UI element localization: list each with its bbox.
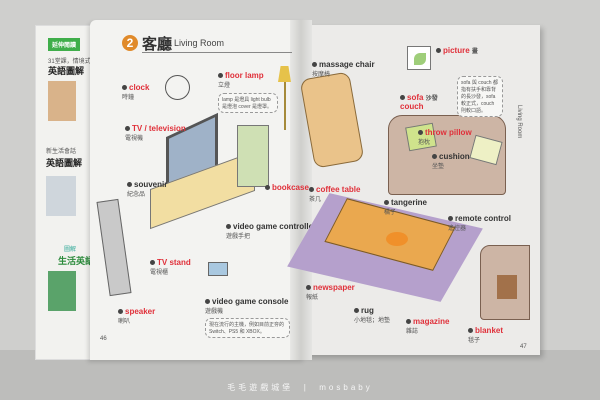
book1-subtitle: 31堂課，情境式 bbox=[48, 59, 91, 65]
label-coffee-table-zh: 茶几 bbox=[309, 197, 322, 203]
label-rug: rug bbox=[354, 306, 390, 315]
label-souvenir: souvenir bbox=[127, 180, 167, 189]
label-clock-zh: 時鐘 bbox=[122, 95, 135, 101]
leaf-icon bbox=[414, 53, 426, 65]
label-tangerine-zh: 橘子 bbox=[384, 210, 397, 216]
book2-cover bbox=[46, 176, 76, 216]
game-console-illustration bbox=[208, 262, 228, 276]
label-speaker: speaker bbox=[118, 307, 155, 316]
label-video-game-controller: video game controller bbox=[226, 222, 316, 231]
label-magazine-zh: 雜誌 bbox=[406, 329, 419, 335]
page-title-zh: 客廳 bbox=[142, 36, 173, 53]
label-rug-zh: 小地毯；地墊 bbox=[354, 318, 391, 324]
label-floor-lamp-zh: 立燈 bbox=[218, 83, 231, 89]
label-tv-stand-zh: 電視櫃 bbox=[150, 270, 169, 276]
label-newspaper-zh: 報紙 bbox=[306, 295, 319, 301]
label-massage-chair-zh: 按摩椅 bbox=[312, 72, 331, 78]
label-blanket: blanket bbox=[468, 326, 503, 335]
label-cushion: cushion bbox=[432, 152, 470, 161]
book2-title: 英語圖解 bbox=[46, 158, 83, 168]
label-massage-chair: massage chair bbox=[312, 60, 375, 69]
tangerine-illustration bbox=[386, 232, 408, 246]
book3-title: 生活英語 bbox=[58, 256, 95, 266]
label-cushion-zh: 坐墊 bbox=[432, 164, 445, 170]
label-throw-pillow: throw pillow bbox=[418, 128, 472, 137]
book2-subtitle: 新生活會話 bbox=[46, 149, 77, 155]
label-remote-zh: 遙控器 bbox=[448, 226, 467, 232]
sidebar-tag: 延伸閱讀 bbox=[48, 38, 81, 51]
label-sofa: sofa 沙發 bbox=[400, 93, 438, 102]
book1-cover bbox=[48, 81, 76, 121]
label-floor-lamp: floor lamp bbox=[218, 71, 264, 80]
clock-illustration bbox=[165, 75, 190, 100]
floor-lamp-illustration bbox=[278, 66, 291, 82]
floor-lamp-pole bbox=[284, 82, 286, 130]
label-blanket-zh: 毯子 bbox=[468, 338, 481, 344]
book3-subtitle: 圖解 bbox=[64, 247, 77, 253]
unit-badge: 2 bbox=[122, 35, 138, 51]
page-side-tab: Living Room bbox=[516, 105, 522, 139]
label-tv-stand: TV stand bbox=[150, 258, 191, 267]
label-coffee-table: coffee table bbox=[309, 185, 360, 194]
note-sofa: sofa 與 couch 都指有扶手和靠背的長沙發，sofa 較正式，couch… bbox=[457, 76, 503, 117]
label-controller-zh: 遊戲手把 bbox=[226, 234, 251, 240]
label-newspaper: newspaper bbox=[306, 283, 355, 292]
page-title-en: Living Room bbox=[174, 38, 225, 48]
label-console-zh: 遊戲機 bbox=[205, 309, 224, 315]
label-magazine: magazine bbox=[406, 317, 449, 326]
label-video-game-console: video game console bbox=[205, 297, 288, 306]
label-remote-control: remote control bbox=[448, 214, 511, 223]
label-couch: couch bbox=[400, 102, 424, 111]
label-tangerine: tangerine bbox=[384, 198, 427, 207]
label-tv: TV / television bbox=[125, 124, 186, 133]
label-speaker-zh: 喇叭 bbox=[118, 319, 131, 325]
bookcase-illustration bbox=[237, 125, 269, 187]
page-number-right: 47 bbox=[520, 344, 527, 350]
label-souvenir-zh: 紀念品 bbox=[127, 192, 146, 198]
label-bookcase: bookcase bbox=[265, 183, 309, 192]
book3-cover bbox=[48, 271, 76, 311]
label-clock: clock bbox=[122, 83, 149, 92]
watermark: 毛毛遊戲城堡 | mosbaby bbox=[227, 383, 373, 392]
page-number-left: 46 bbox=[100, 336, 107, 342]
note-console: 現在流行的主機，例如目前正夯的 Switch、PS5 和 XBOX。 bbox=[205, 318, 290, 338]
picture-illustration bbox=[407, 46, 431, 70]
blanket-illustration bbox=[497, 275, 517, 299]
note-lamp: lamp 是燈具 light bulb 是燈泡 cover 是燈罩。 bbox=[218, 93, 278, 113]
label-throw-pillow-zh: 抱枕 bbox=[418, 140, 431, 146]
label-picture: picture 畫 bbox=[436, 46, 478, 55]
book1-title: 英語圖解 bbox=[48, 66, 85, 76]
title-rule bbox=[142, 52, 292, 53]
label-tv-zh: 電視機 bbox=[125, 136, 144, 142]
